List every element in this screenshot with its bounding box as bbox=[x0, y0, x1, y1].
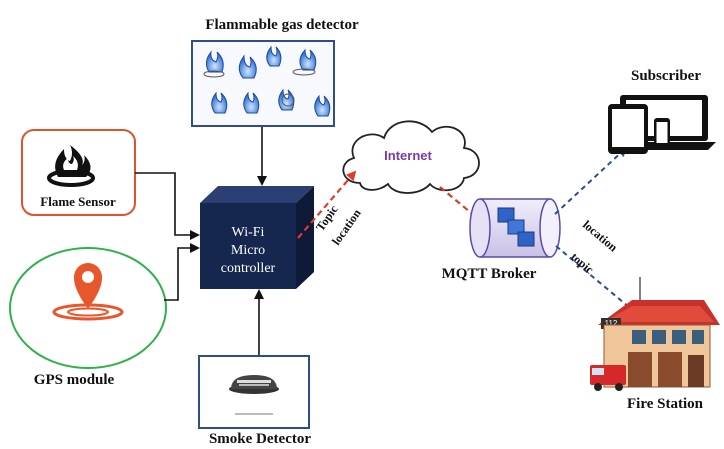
data-flow-blue bbox=[554, 146, 638, 315]
mqtt-broker bbox=[469, 198, 561, 258]
wifi-microcontroller-box: Wi-Fi Micro controller bbox=[200, 186, 314, 289]
flame-sensor-label: Flame Sensor bbox=[40, 194, 116, 209]
fire-station-label: Fire Station bbox=[627, 396, 704, 412]
fire-station-icon: 112 bbox=[590, 277, 720, 391]
flame-icons bbox=[203, 45, 331, 117]
smoke-alarm-icon bbox=[229, 375, 279, 415]
gps-to-micro-arrow bbox=[164, 243, 200, 301]
subscriber-label: Subscriber bbox=[631, 68, 701, 84]
mqtt-broker-label: MQTT Broker bbox=[442, 266, 537, 282]
station-number-label: 112 bbox=[605, 319, 618, 328]
devices-icon bbox=[608, 95, 716, 154]
microcontroller-label-line1: Wi-Fi bbox=[232, 225, 265, 240]
sensor-connectors bbox=[135, 127, 267, 355]
broker-to-subscriber-arrow bbox=[554, 146, 628, 215]
location-label-2: location bbox=[580, 218, 620, 255]
broker-cubes-icon bbox=[497, 207, 535, 247]
flame-sensor-box: Flame Sensor bbox=[21, 129, 136, 216]
topic-label-2: topic bbox=[568, 250, 597, 277]
smoke-detector-box bbox=[198, 355, 310, 429]
location-pin-icon bbox=[52, 263, 124, 321]
flame-icon bbox=[47, 145, 95, 187]
cloud-icon: Internet bbox=[342, 120, 480, 194]
internet-label: Internet bbox=[384, 148, 432, 163]
microcontroller-label-line3: controller bbox=[221, 261, 276, 276]
smoke-detector-label: Smoke Detector bbox=[209, 431, 311, 447]
gas-detector-label: Flammable gas detector bbox=[205, 17, 359, 33]
gas-detector-box bbox=[191, 40, 335, 127]
broker-to-firestation-arrow bbox=[555, 245, 638, 315]
microcontroller-label-line2: Micro bbox=[231, 243, 265, 258]
flame-to-micro-arrow bbox=[135, 172, 200, 240]
micro-to-internet-arrow bbox=[297, 170, 357, 239]
gps-module-label: GPS module bbox=[34, 372, 115, 388]
gps-module-circle bbox=[9, 247, 167, 369]
